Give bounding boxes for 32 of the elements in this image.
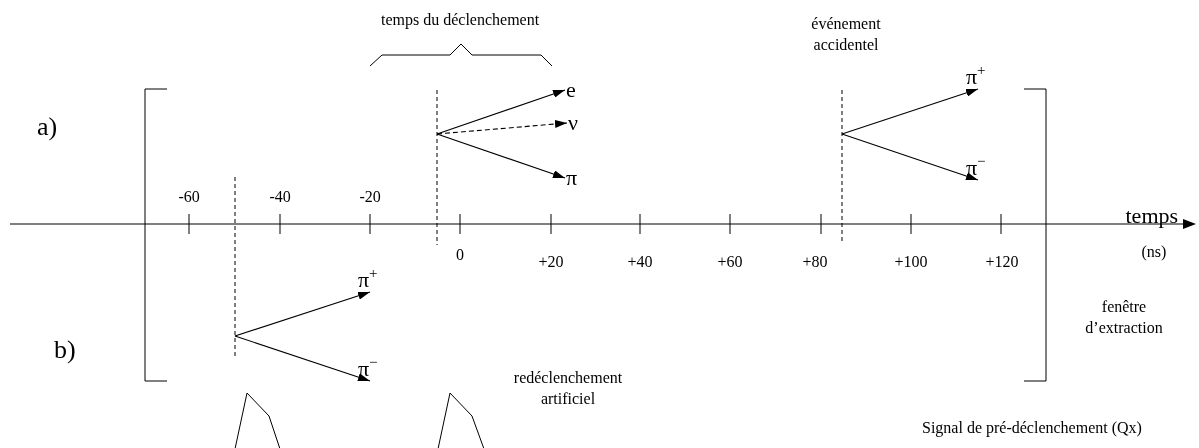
particle-track-arrow	[234, 335, 371, 382]
tick-label: +40	[627, 251, 653, 272]
tick-label: +60	[717, 251, 743, 272]
particle-track-arrow	[841, 88, 979, 135]
particle-label: e	[566, 79, 576, 101]
tick-label: +20	[538, 251, 564, 272]
annotation: événement accidentel	[810, 14, 882, 55]
annotation: temps du déclenchement	[381, 9, 540, 31]
particle-label: π$^{+}$	[358, 269, 378, 291]
axis-label: temps	[1125, 201, 1179, 230]
tick-label: +120	[985, 251, 1019, 272]
panel-label: b)	[54, 334, 76, 366]
tick-label: -60	[178, 186, 200, 207]
unit-label: (ns)	[1141, 241, 1167, 263]
particle-label: ν	[568, 112, 578, 134]
tick-label: -40	[269, 186, 291, 207]
panel-label: a)	[37, 111, 58, 143]
particle-label: π$^{−}$	[358, 358, 378, 380]
particle-track-arrow	[436, 120, 568, 135]
caption: Signal de pré-déclenchement (Qx)	[922, 417, 1142, 439]
particle-track-arrow	[234, 291, 371, 337]
tick-label: 0	[456, 244, 464, 265]
tick-label: -20	[359, 186, 381, 207]
annotation: fenêtre d’extraction	[1084, 297, 1164, 338]
particle-label: π$^{−}$	[966, 157, 986, 179]
particle-label: π	[566, 167, 578, 189]
annotation: redéclenchement artificiel	[512, 368, 624, 409]
particle-track-arrow	[436, 133, 566, 179]
particle-label: π$^{+}$	[966, 66, 986, 88]
tick-label: +80	[802, 251, 828, 272]
tick-label: +100	[894, 251, 928, 272]
particle-track-arrow	[841, 133, 979, 181]
